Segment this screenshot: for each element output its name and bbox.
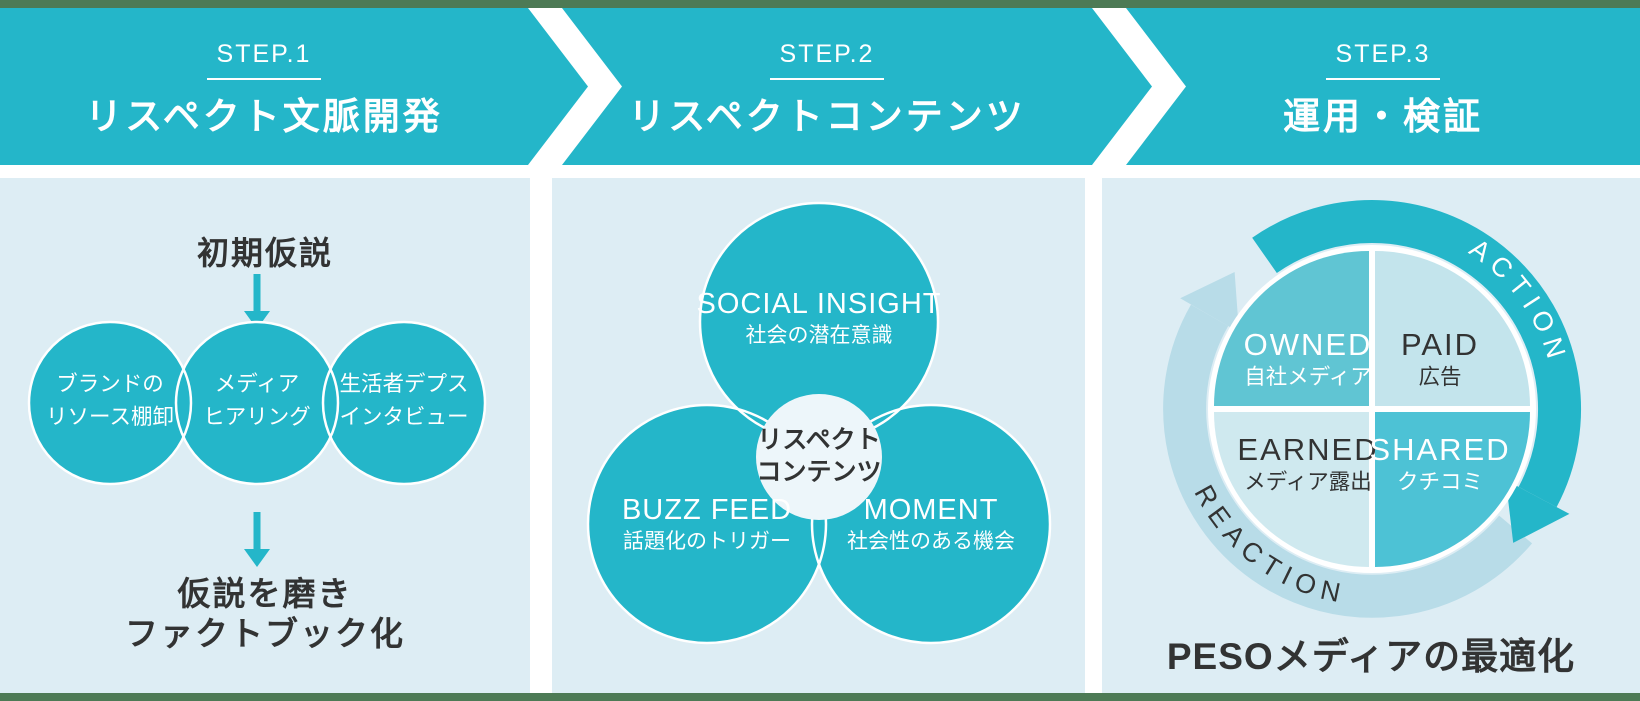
factbook-label-line2: ファクトブック化	[125, 615, 405, 652]
action-arrowhead-icon	[1505, 480, 1570, 543]
step1-label-text: STEP.1	[206, 40, 322, 80]
step3-label-text: STEP.3	[1325, 40, 1441, 80]
quadrant-title: EARNED	[1237, 432, 1379, 467]
venn-center-line2: コンテンツ	[756, 458, 882, 486]
venn-label-social-insight: SOCIAL INSIGHT 社会の潜在意識	[669, 288, 969, 349]
circle-depth-interview	[323, 322, 485, 484]
venn-label-moment: MOMENT 社会性のある機会	[781, 494, 1081, 555]
peso-cycle-graphic: ACTION REACTION	[1163, 200, 1582, 618]
circle-label-line: ヒアリング	[203, 405, 311, 429]
venn-center-label: リスペクト コンテンツ	[719, 424, 919, 488]
cycle-inner-disc	[1208, 245, 1536, 573]
venn-circle-social-insight	[700, 203, 938, 441]
reaction-arrowhead-icon	[1180, 272, 1239, 333]
circle-label-line: インタビュー	[339, 405, 469, 429]
quadrant-title: PAID	[1400, 327, 1480, 362]
circle-label-depth-interview: 生活者デプス インタビュー	[319, 368, 489, 434]
venn-title: SOCIAL INSIGHT	[696, 288, 942, 320]
quadrant-label-earned: EARNED メディア露出	[1198, 433, 1418, 495]
circle-label-media-hearing: メディア ヒアリング	[172, 368, 342, 434]
step-banners	[0, 8, 1640, 165]
venn-subtitle: 社会性のある機会	[847, 530, 1015, 553]
quadrant-owned	[1214, 251, 1369, 406]
circle-label-line: メディア	[214, 372, 300, 396]
step1-label: STEP.1	[14, 40, 514, 80]
step1-title: リスペクト文脈開発	[85, 96, 443, 137]
peso-optimization-label: PESOメディアの最適化	[1166, 636, 1576, 677]
initial-hypothesis-label: 初期仮説	[196, 235, 333, 271]
down-arrow-icon	[244, 512, 270, 567]
quadrant-subtitle: 自社メディア	[1244, 365, 1372, 389]
top-accent-strip	[0, 0, 1640, 8]
venn-center-circle	[756, 394, 882, 520]
circle-label-brand-resources: ブランドの リソース棚卸	[25, 368, 195, 434]
reaction-arc	[1163, 304, 1533, 618]
action-arc	[1252, 200, 1582, 508]
quadrant-earned	[1214, 412, 1369, 567]
step3-label: STEP.3	[1133, 40, 1633, 80]
circle-outline	[174, 320, 340, 486]
quadrant-paid	[1375, 251, 1530, 406]
venn-subtitle: 社会の潜在意識	[745, 324, 893, 347]
factbook-label-line1: 仮説を磨き	[177, 575, 353, 612]
venn-title: BUZZ FEED	[621, 494, 793, 526]
bottom-accent-strip	[0, 693, 1640, 701]
step1-banner-chevron	[0, 8, 588, 165]
quadrant-subtitle: 広告	[1418, 365, 1462, 389]
venn-circle-outline	[810, 403, 1052, 645]
quadrant-subtitle: メディア露出	[1244, 470, 1372, 494]
quadrant-title: SHARED	[1369, 432, 1511, 467]
circle-media-hearing	[176, 322, 338, 484]
venn-title: MOMENT	[863, 494, 999, 526]
circle-label-line: ブランドの	[56, 372, 164, 396]
quadrant-label-paid: PAID 広告	[1330, 328, 1550, 390]
resource-circles-graphic	[27, 320, 487, 486]
step3-banner-chevron	[1126, 8, 1640, 165]
step2-label: STEP.2	[577, 40, 1077, 80]
down-arrow-icon	[244, 274, 270, 329]
circle-label-line: リソース棚卸	[46, 405, 174, 429]
quadrant-label-owned: OWNED 自社メディア	[1198, 328, 1418, 390]
circle-label-line: 生活者デプス	[339, 372, 469, 396]
quadrant-shared	[1375, 412, 1530, 567]
step1-panel: 初期仮説 ブランドの リソース棚卸 メディア ヒアリング 生活者デプス インタビ…	[0, 178, 530, 693]
venn-label-buzz-feed: BUZZ FEED 話題化のトリガー	[557, 494, 857, 555]
venn-diagram-graphic	[586, 201, 1052, 645]
venn-circle-outline	[586, 403, 828, 645]
quadrant-title: OWNED	[1243, 327, 1373, 362]
step2-banner-chevron	[562, 8, 1152, 165]
step3-title: 運用・検証	[1283, 96, 1483, 137]
step2-title: リスペクトコンテンツ	[628, 96, 1026, 137]
quadrant-subtitle: クチコミ	[1396, 470, 1483, 494]
step2-panel: SOCIAL INSIGHT 社会の潜在意識 BUZZ FEED 話題化のトリガ…	[552, 178, 1085, 693]
circle-brand-resources	[29, 322, 191, 484]
venn-center-line1: リスペクト	[757, 426, 881, 454]
step3-panel: ACTION REACTION OWNED 自社メディア PAID 広告 EAR…	[1102, 178, 1640, 693]
circle-outline	[321, 320, 487, 486]
venn-subtitle: 話題化のトリガー	[623, 530, 791, 553]
step2-label-text: STEP.2	[769, 40, 885, 80]
factbook-label: 仮説を磨き ファクトブック化	[0, 574, 530, 654]
circle-outline	[27, 320, 193, 486]
quadrant-label-shared: SHARED クチコミ	[1330, 433, 1550, 495]
